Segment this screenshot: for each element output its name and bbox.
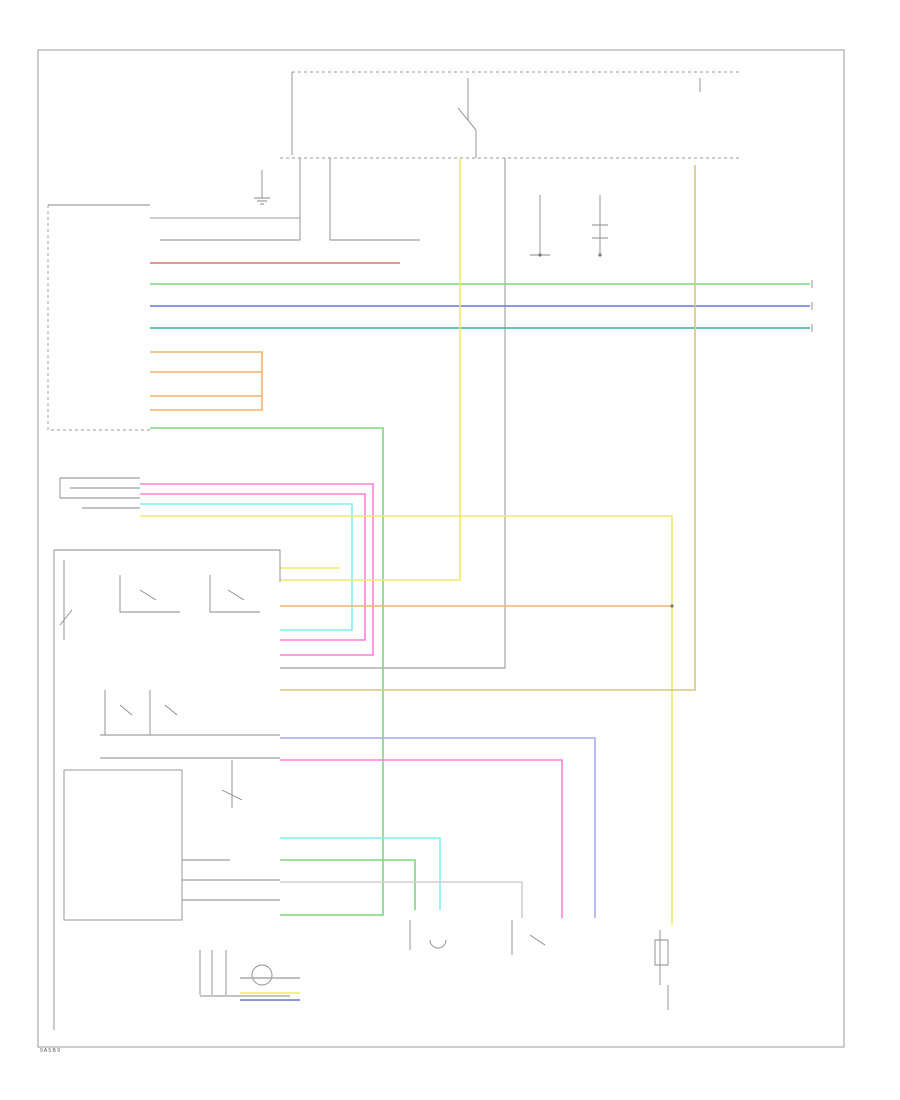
wire-pink-b <box>140 493 366 641</box>
wire-green-drop <box>150 427 384 916</box>
module-enclosure-left <box>47 205 150 431</box>
ground-symbol <box>254 170 270 205</box>
wire-green-lower <box>280 859 416 910</box>
wire-cyan-lower <box>280 837 441 910</box>
wire-yellow-top <box>280 158 461 581</box>
wire-pink-a <box>140 483 374 656</box>
wire-pink-lower <box>280 759 563 918</box>
relay-block <box>59 477 140 509</box>
bottom-components <box>199 920 669 1010</box>
diagram-frame <box>37 49 845 1048</box>
wire-orange-bracket <box>150 351 263 411</box>
wire-group-module <box>150 217 810 916</box>
junction-dots <box>538 253 674 608</box>
wire-group-relay <box>140 483 673 925</box>
wire-olive-right <box>280 165 696 691</box>
wire-violet-a <box>280 737 596 918</box>
wire-lightgray-lower <box>280 881 523 918</box>
wire-group-lower <box>280 737 596 918</box>
power-bus <box>160 71 740 669</box>
lower-module <box>53 549 281 1030</box>
footer-code: 9 A 5 B 9 <box>40 1048 60 1054</box>
wire-cyan-a <box>140 503 353 631</box>
wire-yellow-long <box>140 515 673 925</box>
